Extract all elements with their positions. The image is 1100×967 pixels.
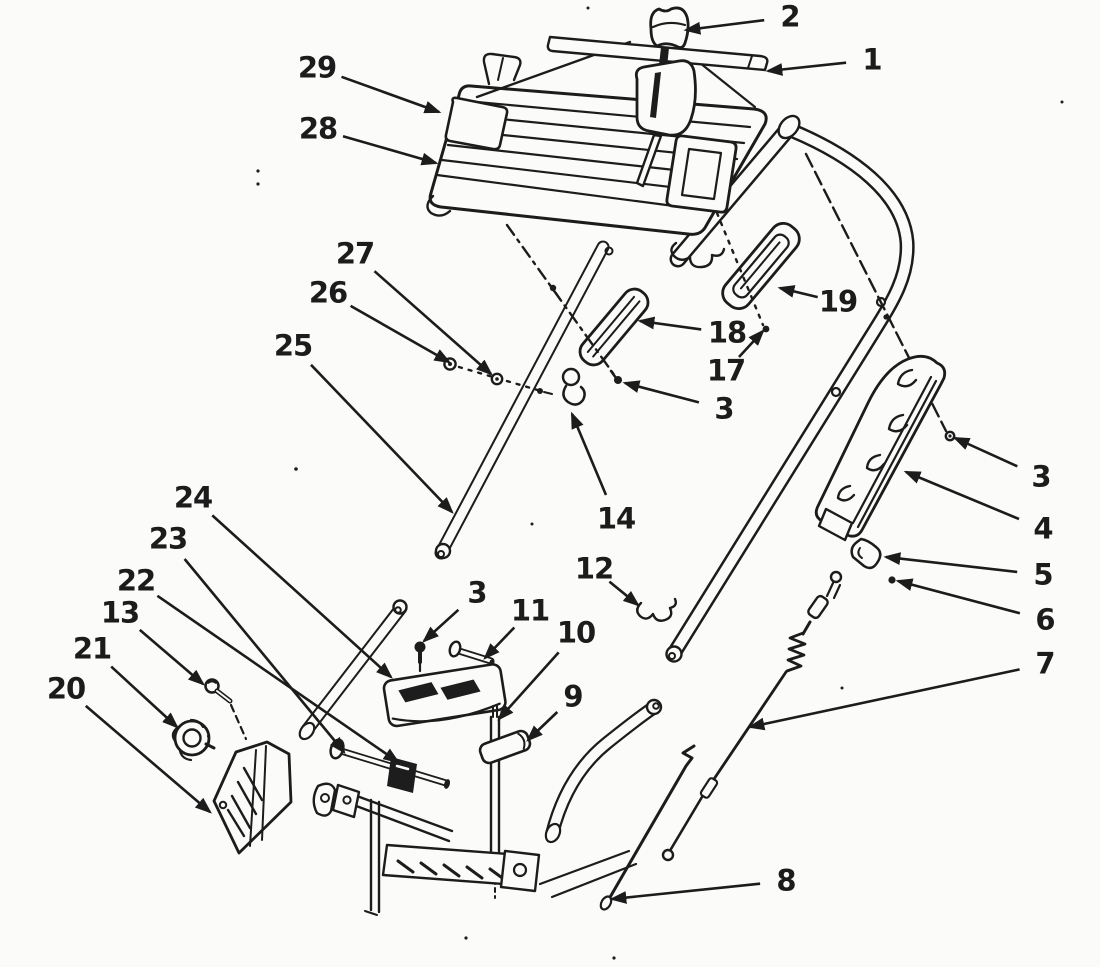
upper-handle-left-tube [434, 240, 614, 560]
callout-part-25: 25 [273, 328, 313, 363]
leader-part-2 [683, 18, 765, 35]
callout-part-20: 20 [46, 671, 86, 706]
callout-part-19: 19 [818, 284, 858, 319]
callout-part-18: 18 [707, 315, 747, 350]
console-decal-part-29 [444, 96, 509, 151]
callout-part-11: 11 [510, 593, 550, 628]
bolt-part-3-bottom [414, 641, 426, 664]
post-cap-part-9 [478, 729, 532, 765]
callout-part-14: 14 [596, 501, 636, 536]
leader-part-5 [883, 552, 1018, 574]
upper-handle-right-tube [665, 123, 915, 663]
leader-part-10 [497, 651, 560, 721]
leader-part-11 [483, 626, 516, 660]
carriage-bolt-part-13 [204, 678, 233, 704]
clip-part-12 [636, 597, 678, 622]
callout-part-10: 10 [556, 615, 596, 650]
grip-pad-part-19 [721, 221, 801, 311]
leader-part-23 [183, 558, 346, 754]
leader-part-19 [777, 285, 819, 299]
leader-part-12 [608, 580, 640, 607]
console-trim-part-1 [546, 35, 769, 72]
leader-part-14 [570, 411, 608, 496]
callout-part-28: 28 [298, 111, 338, 146]
callout-part-29: 29 [297, 50, 337, 85]
leader-part-28 [342, 134, 439, 166]
leader-part-18 [637, 316, 702, 331]
leader-part-3 [422, 608, 460, 643]
leader-part-3 [622, 380, 700, 404]
callout-part-21: 21 [72, 631, 112, 666]
bolt-part-23-and-nut-part-22 [329, 738, 451, 793]
callout-part-9: 9 [563, 679, 583, 714]
callout-part-24: 24 [173, 480, 213, 515]
callout-part-27: 27 [335, 236, 375, 271]
callout-part-5: 5 [1033, 557, 1053, 592]
leader-part-9 [526, 711, 559, 742]
leader-part-1 [765, 61, 847, 76]
handle-bracket-part-20 [212, 740, 293, 855]
callout-part-1: 1 [862, 42, 882, 77]
callout-part-3: 3 [467, 575, 487, 610]
leader-part-6 [895, 578, 1021, 615]
callout-leader-lines [84, 18, 1021, 904]
leader-part-8 [609, 882, 761, 904]
callout-part-26: 26 [308, 275, 348, 310]
mount-frame [331, 783, 638, 916]
cable-bracket-part-5 [850, 537, 882, 570]
cable-clamp-part-14 [537, 367, 586, 406]
callout-part-2: 2 [780, 0, 800, 34]
callout-part-22: 22 [116, 563, 156, 598]
control-rod-part-8 [599, 744, 696, 911]
pivot-plate [312, 782, 337, 817]
leader-part-13 [138, 628, 205, 686]
leader-part-7 [747, 668, 1020, 731]
leader-part-17 [738, 329, 765, 358]
callout-part-8: 8 [776, 863, 796, 898]
callout-part-23: 23 [148, 521, 188, 556]
leader-part-3 [952, 436, 1018, 468]
leader-part-27 [373, 270, 493, 376]
grip-pad-part-18 [578, 287, 650, 367]
leader-part-21 [110, 665, 179, 729]
bolt-part-6 [888, 576, 896, 584]
callout-part-17: 17 [706, 353, 746, 388]
slotted-bracket-part-24 [382, 663, 507, 728]
leader-part-29 [341, 75, 442, 114]
nut-part-27 [490, 372, 504, 386]
callout-part-13: 13 [100, 595, 140, 630]
leader-part-20 [84, 704, 212, 814]
screw-part-3-handle [883, 314, 956, 442]
speed-quadrant-part-4 [814, 354, 947, 542]
knob-part-21 [171, 718, 216, 762]
leader-part-25 [310, 363, 454, 514]
callout-part-3: 3 [1031, 459, 1051, 494]
shift-lever-and-knob-part-2 [634, 6, 697, 188]
upper-handle-crossbar [669, 114, 801, 269]
bolt-part-11 [448, 640, 495, 665]
paper-specks [256, 6, 1064, 960]
callout-part-7: 7 [1035, 646, 1055, 681]
callout-part-3: 3 [714, 391, 734, 426]
leader-part-26 [349, 304, 452, 364]
leader-part-24 [211, 514, 393, 679]
leader-part-22 [156, 594, 401, 764]
callout-part-4: 4 [1033, 511, 1053, 546]
callout-part-12: 12 [574, 551, 614, 586]
lower-handle-tube-right [544, 698, 663, 844]
screw-part-3-console [549, 284, 622, 384]
leader-part-4 [903, 470, 1020, 521]
callout-part-6: 6 [1035, 602, 1055, 637]
screw-part-17 [762, 325, 770, 333]
